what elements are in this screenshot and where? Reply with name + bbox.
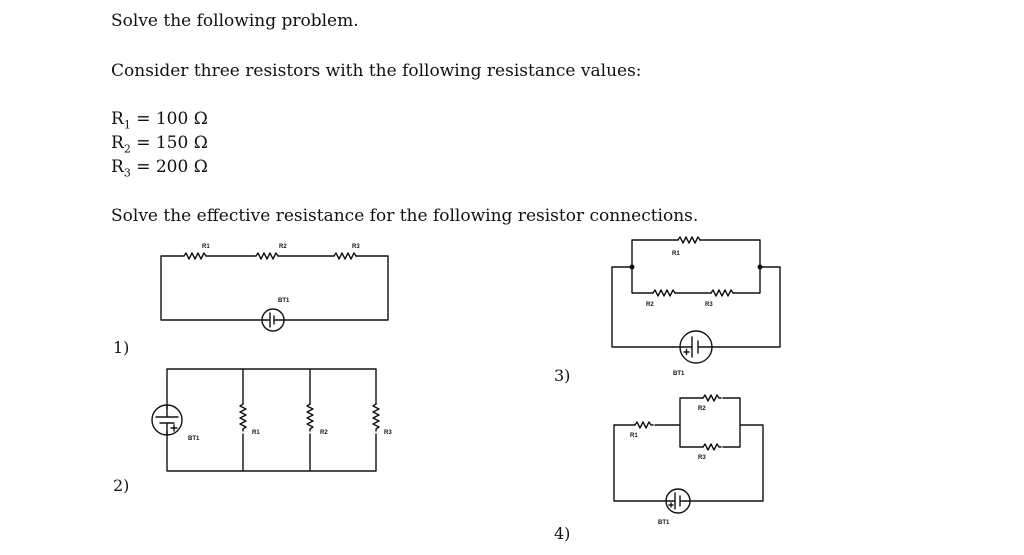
resistor-r2-zigzag xyxy=(255,252,279,260)
label-r3: R3 xyxy=(705,302,713,308)
resistor-value: = 100 Ω xyxy=(136,109,208,129)
label-r2: R2 xyxy=(698,406,706,412)
circuit-4-number: 4) xyxy=(554,524,571,543)
circuit-2-wire xyxy=(166,368,377,472)
circuit-4-combination: R1 R2 R3 BT1 xyxy=(613,394,764,526)
intro-text: Solve the following problem. xyxy=(111,11,359,31)
label-r2: R2 xyxy=(646,302,654,308)
resistor-r1-zigzag xyxy=(183,252,207,260)
task-text: Solve the effective resistance for the f… xyxy=(111,206,699,226)
resistor-value-r2: R2 = 150 Ω xyxy=(111,133,208,155)
resistor-r3-zigzag xyxy=(333,252,357,260)
label-r2: R2 xyxy=(320,430,328,436)
resistor-r3-zigzag xyxy=(372,403,380,432)
label-r1: R1 xyxy=(630,433,638,439)
battery-icon xyxy=(151,404,183,436)
resistor-value: = 150 Ω xyxy=(136,133,208,153)
circuit-2-number: 2) xyxy=(113,476,130,495)
label-r1: R1 xyxy=(252,430,260,436)
label-r1: R1 xyxy=(202,244,210,250)
resistor-symbol: R xyxy=(111,133,124,153)
resistor-value-r3: R3 = 200 Ω xyxy=(111,157,208,179)
battery-icon xyxy=(679,330,713,364)
circuit-3-number: 3) xyxy=(554,366,571,385)
circuit-1-number: 1) xyxy=(113,338,130,357)
resistor-symbol: R xyxy=(111,157,124,177)
resistor-r1-zigzag xyxy=(634,421,654,429)
label-r1: R1 xyxy=(672,251,680,257)
resistor-r2-zigzag xyxy=(652,289,676,297)
label-bt1: BT1 xyxy=(673,371,685,377)
label-r3: R3 xyxy=(352,244,360,250)
resistor-symbol: R xyxy=(111,109,124,129)
label-r3: R3 xyxy=(384,430,392,436)
resistor-r3-zigzag xyxy=(702,443,722,451)
resistor-subscript: 1 xyxy=(123,118,131,132)
label-bt1: BT1 xyxy=(188,436,200,442)
resistor-r3-zigzag xyxy=(710,289,734,297)
resistor-subscript: 3 xyxy=(123,166,131,180)
resistor-value-r1: R1 = 100 Ω xyxy=(111,109,208,131)
circuit-2-parallel: R1 R2 R3 BT1 xyxy=(151,368,392,472)
resistor-r2-zigzag xyxy=(702,394,722,402)
resistor-value: = 200 Ω xyxy=(136,157,208,177)
label-r2: R2 xyxy=(279,244,287,250)
circuit-3-combination: R1 R2 R3 BT1 xyxy=(611,236,781,377)
label-bt1: BT1 xyxy=(278,298,290,304)
resistor-r1-zigzag xyxy=(239,403,247,432)
label-r3: R3 xyxy=(698,455,706,461)
resistor-r1-zigzag xyxy=(677,236,701,244)
battery-icon xyxy=(261,308,285,332)
label-bt1: BT1 xyxy=(658,520,670,526)
circuit-4-wire xyxy=(613,397,764,502)
resistor-r2-zigzag xyxy=(306,403,314,432)
battery-icon xyxy=(665,488,691,514)
circuit-1-wire xyxy=(160,255,389,321)
consider-text: Consider three resistors with the follow… xyxy=(111,61,642,81)
resistor-subscript: 2 xyxy=(123,142,131,156)
circuit-1-series: R1 R2 R3 BT1 xyxy=(160,244,389,332)
